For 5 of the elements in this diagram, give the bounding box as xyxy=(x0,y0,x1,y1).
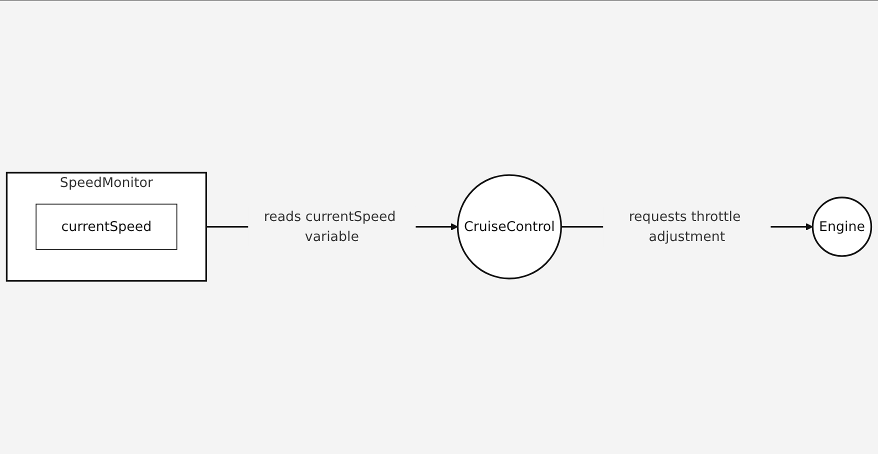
node-box: currentSpeed xyxy=(36,204,178,250)
node-circle: CruiseControl xyxy=(456,174,562,280)
edge-label: reads currentSpeed variable xyxy=(264,208,396,245)
node-circle: Engine xyxy=(812,196,872,258)
edge-label: requests throttle adjustment xyxy=(628,208,741,245)
